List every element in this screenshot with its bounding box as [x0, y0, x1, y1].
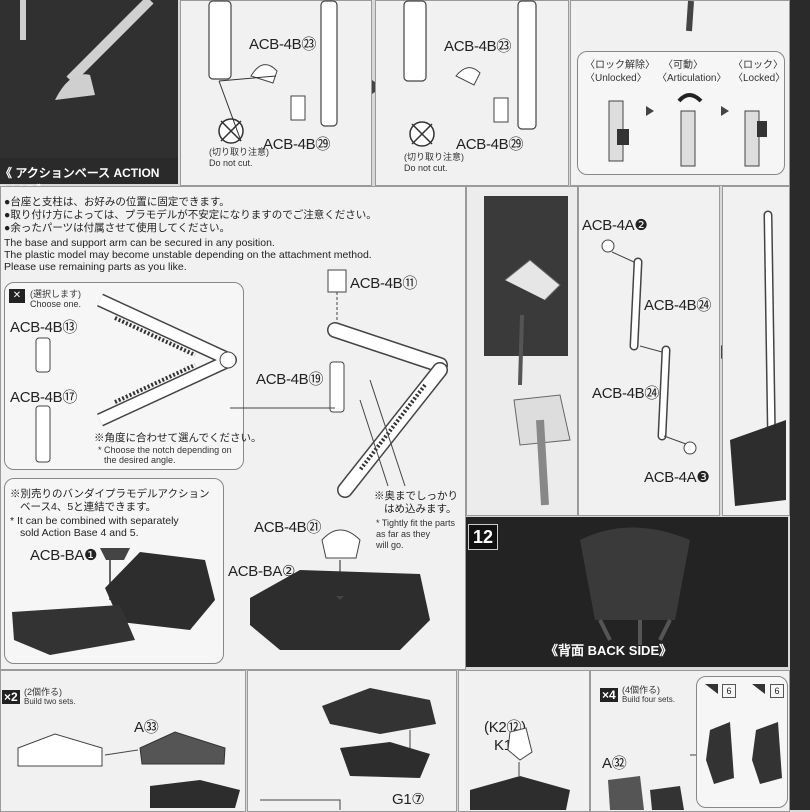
combine-en-1: * It can be combined with separately — [10, 515, 179, 527]
lock-arrow-1 — [646, 106, 654, 116]
combine-en-2: sold Action Base 4 and 5. — [20, 527, 139, 539]
note-en-3: Please use remaining parts as you like. — [4, 261, 187, 273]
part-count-b: 6 — [770, 684, 784, 698]
part-acb4b13: ACB-4B⑬ — [10, 319, 78, 336]
arm-illustration-2 — [403, 0, 537, 147]
tight-en-3: will go. — [376, 540, 404, 550]
part-acb4b11: ACB-4B⑪ — [350, 275, 418, 292]
x4-badge: ×4 — [600, 688, 618, 702]
part-acb4b23-b: ACB-4B㉓ — [444, 38, 512, 55]
arm-illustration-1 — [208, 0, 338, 144]
part-a33: A㉝ — [134, 719, 159, 736]
articulation-en: 〈Articulation〉 — [657, 73, 727, 84]
part-acb4b29-a: ACB-4B㉙ — [263, 136, 331, 153]
angle-note-en-2: the desired angle. — [104, 455, 176, 465]
part-g17: G1⑦ — [392, 791, 425, 808]
part-acbba1: ACB-BA❶ — [30, 547, 98, 564]
choose-icon: ✕ — [9, 289, 25, 303]
unlocked-en: 〈Unlocked〉 — [585, 73, 647, 84]
choose-jp: (選択します) — [30, 289, 81, 299]
part-acb4a2: ACB-4A❷ — [582, 217, 648, 234]
tight-en-2: as far as they — [376, 529, 431, 539]
x2-en: Build two sets. — [24, 697, 76, 706]
part-acb4b24-a: ACB-4B㉔ — [644, 297, 712, 314]
locked-en: 〈Locked〉 — [733, 73, 786, 84]
x4-en: Build four sets. — [622, 695, 675, 704]
choose-en: Choose one. — [30, 299, 82, 309]
part-count-a: 6 — [722, 684, 736, 698]
locked-jp: 〈ロック〉 — [733, 60, 783, 71]
lock-arrow-2 — [721, 106, 729, 116]
bottom-panel-2 — [247, 670, 457, 812]
tight-jp-1: ※奥までしっかり — [374, 490, 458, 502]
part-acbba2: ACB-BA② — [228, 563, 296, 580]
lock-states-panel: 〈ロック解除〉 〈Unlocked〉 〈可動〉 〈Articulation〉 〈… — [570, 0, 790, 186]
top-step-panel-2: ACB-4B㉓ ACB-4B㉙ (切り取り注意) Do not cut. — [375, 0, 569, 186]
note-en-1: The base and support arm can be secured … — [4, 237, 275, 249]
angle-note-jp: ※角度に合わせて選んでください。 — [94, 432, 262, 444]
part-acb4b19: ACB-4B⑲ — [256, 371, 324, 388]
part-acb4b17: ACB-4B⑰ — [10, 389, 78, 406]
note-jp-2: ●取り付け方によっては、プラモデルが不安定になりますのでご注意ください。 — [4, 209, 377, 221]
lock-joint-illustrations — [608, 0, 767, 167]
angle-note-en-1: * Choose the notch depending on — [98, 445, 232, 455]
note-en-2: The plastic model may become unstable de… — [4, 249, 372, 261]
part-acb4b29-b: ACB-4B㉙ — [456, 136, 524, 153]
part-acb4b21: ACB-4B㉑ — [254, 519, 322, 536]
do-not-cut-en-b: Do not cut. — [404, 163, 448, 173]
top-left-photo-panel — [0, 0, 178, 158]
tight-jp-2: はめ込みます。 — [384, 503, 457, 515]
part-a32: A㉜ — [602, 755, 627, 772]
articulation-jp: 〈可動〉 — [663, 60, 703, 71]
top-step-panel-1: ACB-4B㉓ ACB-4B㉙ (切り取り注意) Do not cut. — [180, 0, 372, 186]
do-not-cut-jp-a: (切り取り注意) — [209, 147, 269, 157]
right-edge-strip — [790, 0, 810, 810]
back-side-label: 《背面 BACK SIDE》 — [545, 643, 673, 658]
part-acb4a3: ACB-4A❸ — [644, 469, 710, 486]
do-not-cut-jp-b: (切り取り注意) — [404, 152, 464, 162]
part-acb4b23-a: ACB-4B㉓ — [249, 36, 317, 53]
part-acb4b24-b: ACB-4B㉔ — [592, 385, 660, 402]
note-jp-3: ●余ったパーツは付属させて使用してください。 — [4, 222, 231, 234]
do-not-cut-en-a: Do not cut. — [209, 158, 253, 168]
note-jp-1: ●台座と支柱は、お好みの位置に固定できます。 — [4, 196, 230, 208]
combine-jp-2: ベース4、5と連結できます。 — [20, 501, 157, 513]
tight-en-1: * Tightly fit the parts — [376, 518, 456, 528]
x2-badge: ×2 — [2, 690, 20, 704]
unlocked-jp: 〈ロック解除〉 — [585, 60, 655, 71]
x4-jp: (4個作る) — [622, 685, 660, 695]
combine-jp-1: ※別売りのバンダイプラモデルアクション — [10, 488, 210, 500]
step-number: 12 — [468, 524, 498, 550]
arm-parts-panel — [578, 186, 720, 516]
stand-illustration — [20, 0, 154, 100]
x2-jp: (2個作る) — [24, 687, 62, 697]
